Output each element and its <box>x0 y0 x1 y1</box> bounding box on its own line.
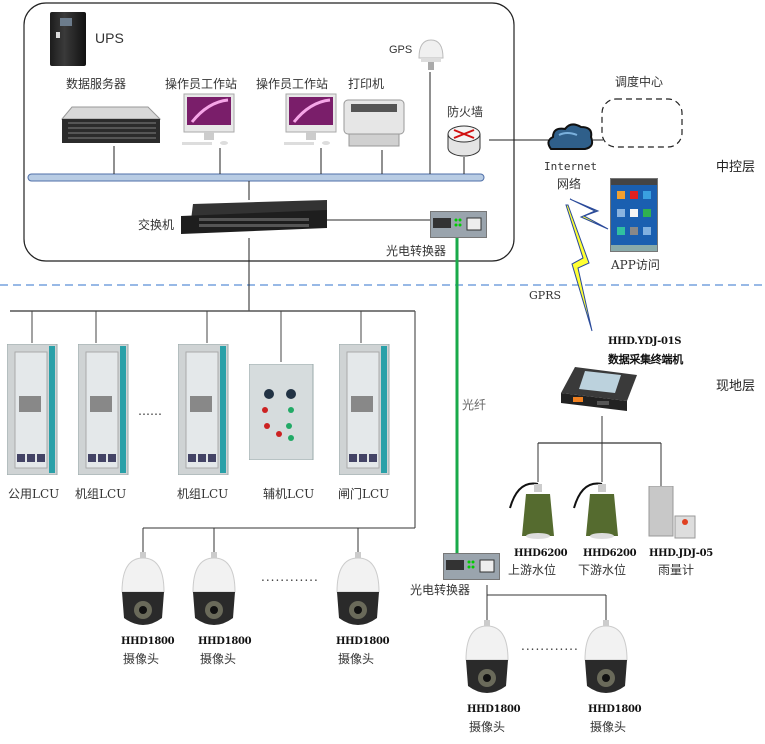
terminal-name: 数据采集终端机 <box>608 353 683 366</box>
water-level-sensor-icon <box>572 480 622 542</box>
dome-camera-icon <box>462 620 512 700</box>
lcu-cabinet-icon <box>77 343 130 476</box>
mobile-app-icon <box>610 178 658 252</box>
water-level-sensor-icon <box>508 480 558 542</box>
rain-gauge-icon <box>645 485 697 542</box>
dome-camera-icon <box>118 552 168 632</box>
sensor-name: 下游水位 <box>578 563 627 577</box>
switch-icon <box>181 200 327 238</box>
dome-camera-icon <box>581 620 631 700</box>
layer-label-field: 现地层 <box>716 379 756 394</box>
camera-name: 摄像头 <box>469 720 506 734</box>
converter-bottom-label: 光电转换器 <box>410 583 471 597</box>
lcu-label: 机组LCU <box>75 487 127 501</box>
lcu-cabinet-icon <box>177 343 230 476</box>
workstation1-label: 操作员工作站 <box>165 77 238 91</box>
camera-model: HHD1800 <box>588 704 642 715</box>
lcu-label: 公用LCU <box>8 487 60 501</box>
dome-camera-icon <box>189 552 239 632</box>
dome-camera-icon <box>333 552 383 632</box>
firewall-icon <box>446 124 482 158</box>
converter-top-icon <box>430 211 487 238</box>
camera-model: HHD1800 <box>121 636 175 647</box>
workstation2-label: 操作员工作站 <box>256 77 329 91</box>
camera-model: HHD1800 <box>198 636 252 647</box>
converter-bottom-icon <box>443 553 500 580</box>
ups-icon <box>50 12 88 67</box>
workstation-icon <box>180 92 236 147</box>
lcu-label: 辅机LCU <box>263 487 315 501</box>
workstation-icon <box>282 92 338 147</box>
camera-name: 摄像头 <box>200 652 237 666</box>
converter-top-label: 光电转换器 <box>386 244 447 258</box>
gps-antenna-icon <box>417 38 445 72</box>
layer-label-control: 中控层 <box>716 160 756 175</box>
data-terminal-icon <box>557 365 639 415</box>
camera-name: 摄像头 <box>123 652 160 666</box>
aux-control-box-icon <box>248 363 317 461</box>
network-label: 网络 <box>557 177 582 191</box>
ups-label: UPS <box>95 30 124 46</box>
camera-model: HHD1800 <box>336 636 390 647</box>
lcu-cabinet-icon <box>338 343 391 476</box>
switch-label: 交换机 <box>138 218 175 232</box>
server-icon <box>60 105 163 145</box>
firewall-label: 防火墙 <box>447 105 484 119</box>
camera-dots: ............ <box>261 570 319 584</box>
lcu-ellipsis: …… <box>138 404 162 418</box>
gprs-label: GPRS <box>529 289 562 302</box>
sensor-model: HHD6200 <box>583 548 637 559</box>
dispatch-center-label: 调度中心 <box>615 75 664 89</box>
data-server-label: 数据服务器 <box>66 77 127 91</box>
sensor-name: 上游水位 <box>508 563 557 577</box>
fiber-label: 光纤 <box>462 398 487 412</box>
lcu-label: 机组LCU <box>177 487 229 501</box>
camera-model: HHD1800 <box>467 704 521 715</box>
app-access-label: APP访问 <box>611 258 660 272</box>
lcu-cabinet-icon <box>6 343 59 476</box>
camera-name: 摄像头 <box>338 652 375 666</box>
printer-icon <box>341 96 407 150</box>
dispatch-center-box <box>601 98 683 148</box>
internet-label: Internet <box>544 160 597 173</box>
gps-label: GPS <box>389 44 413 56</box>
network-bus <box>27 173 485 182</box>
sensor-name: 雨量计 <box>658 563 695 577</box>
internet-cloud-icon <box>545 121 595 155</box>
terminal-model: HHD.YDJ-01S <box>608 336 682 347</box>
sensor-model: HHD.JDJ-05 <box>649 548 713 559</box>
camera-name: 摄像头 <box>590 720 627 734</box>
printer-label: 打印机 <box>348 77 385 91</box>
control-center-frame <box>23 2 515 262</box>
camera-dots: ............ <box>521 639 579 653</box>
sensor-model: HHD6200 <box>514 548 568 559</box>
lightning-gprs-icon <box>565 204 593 332</box>
lcu-label: 闸门LCU <box>338 487 390 501</box>
lightning-app-icon <box>569 198 609 230</box>
